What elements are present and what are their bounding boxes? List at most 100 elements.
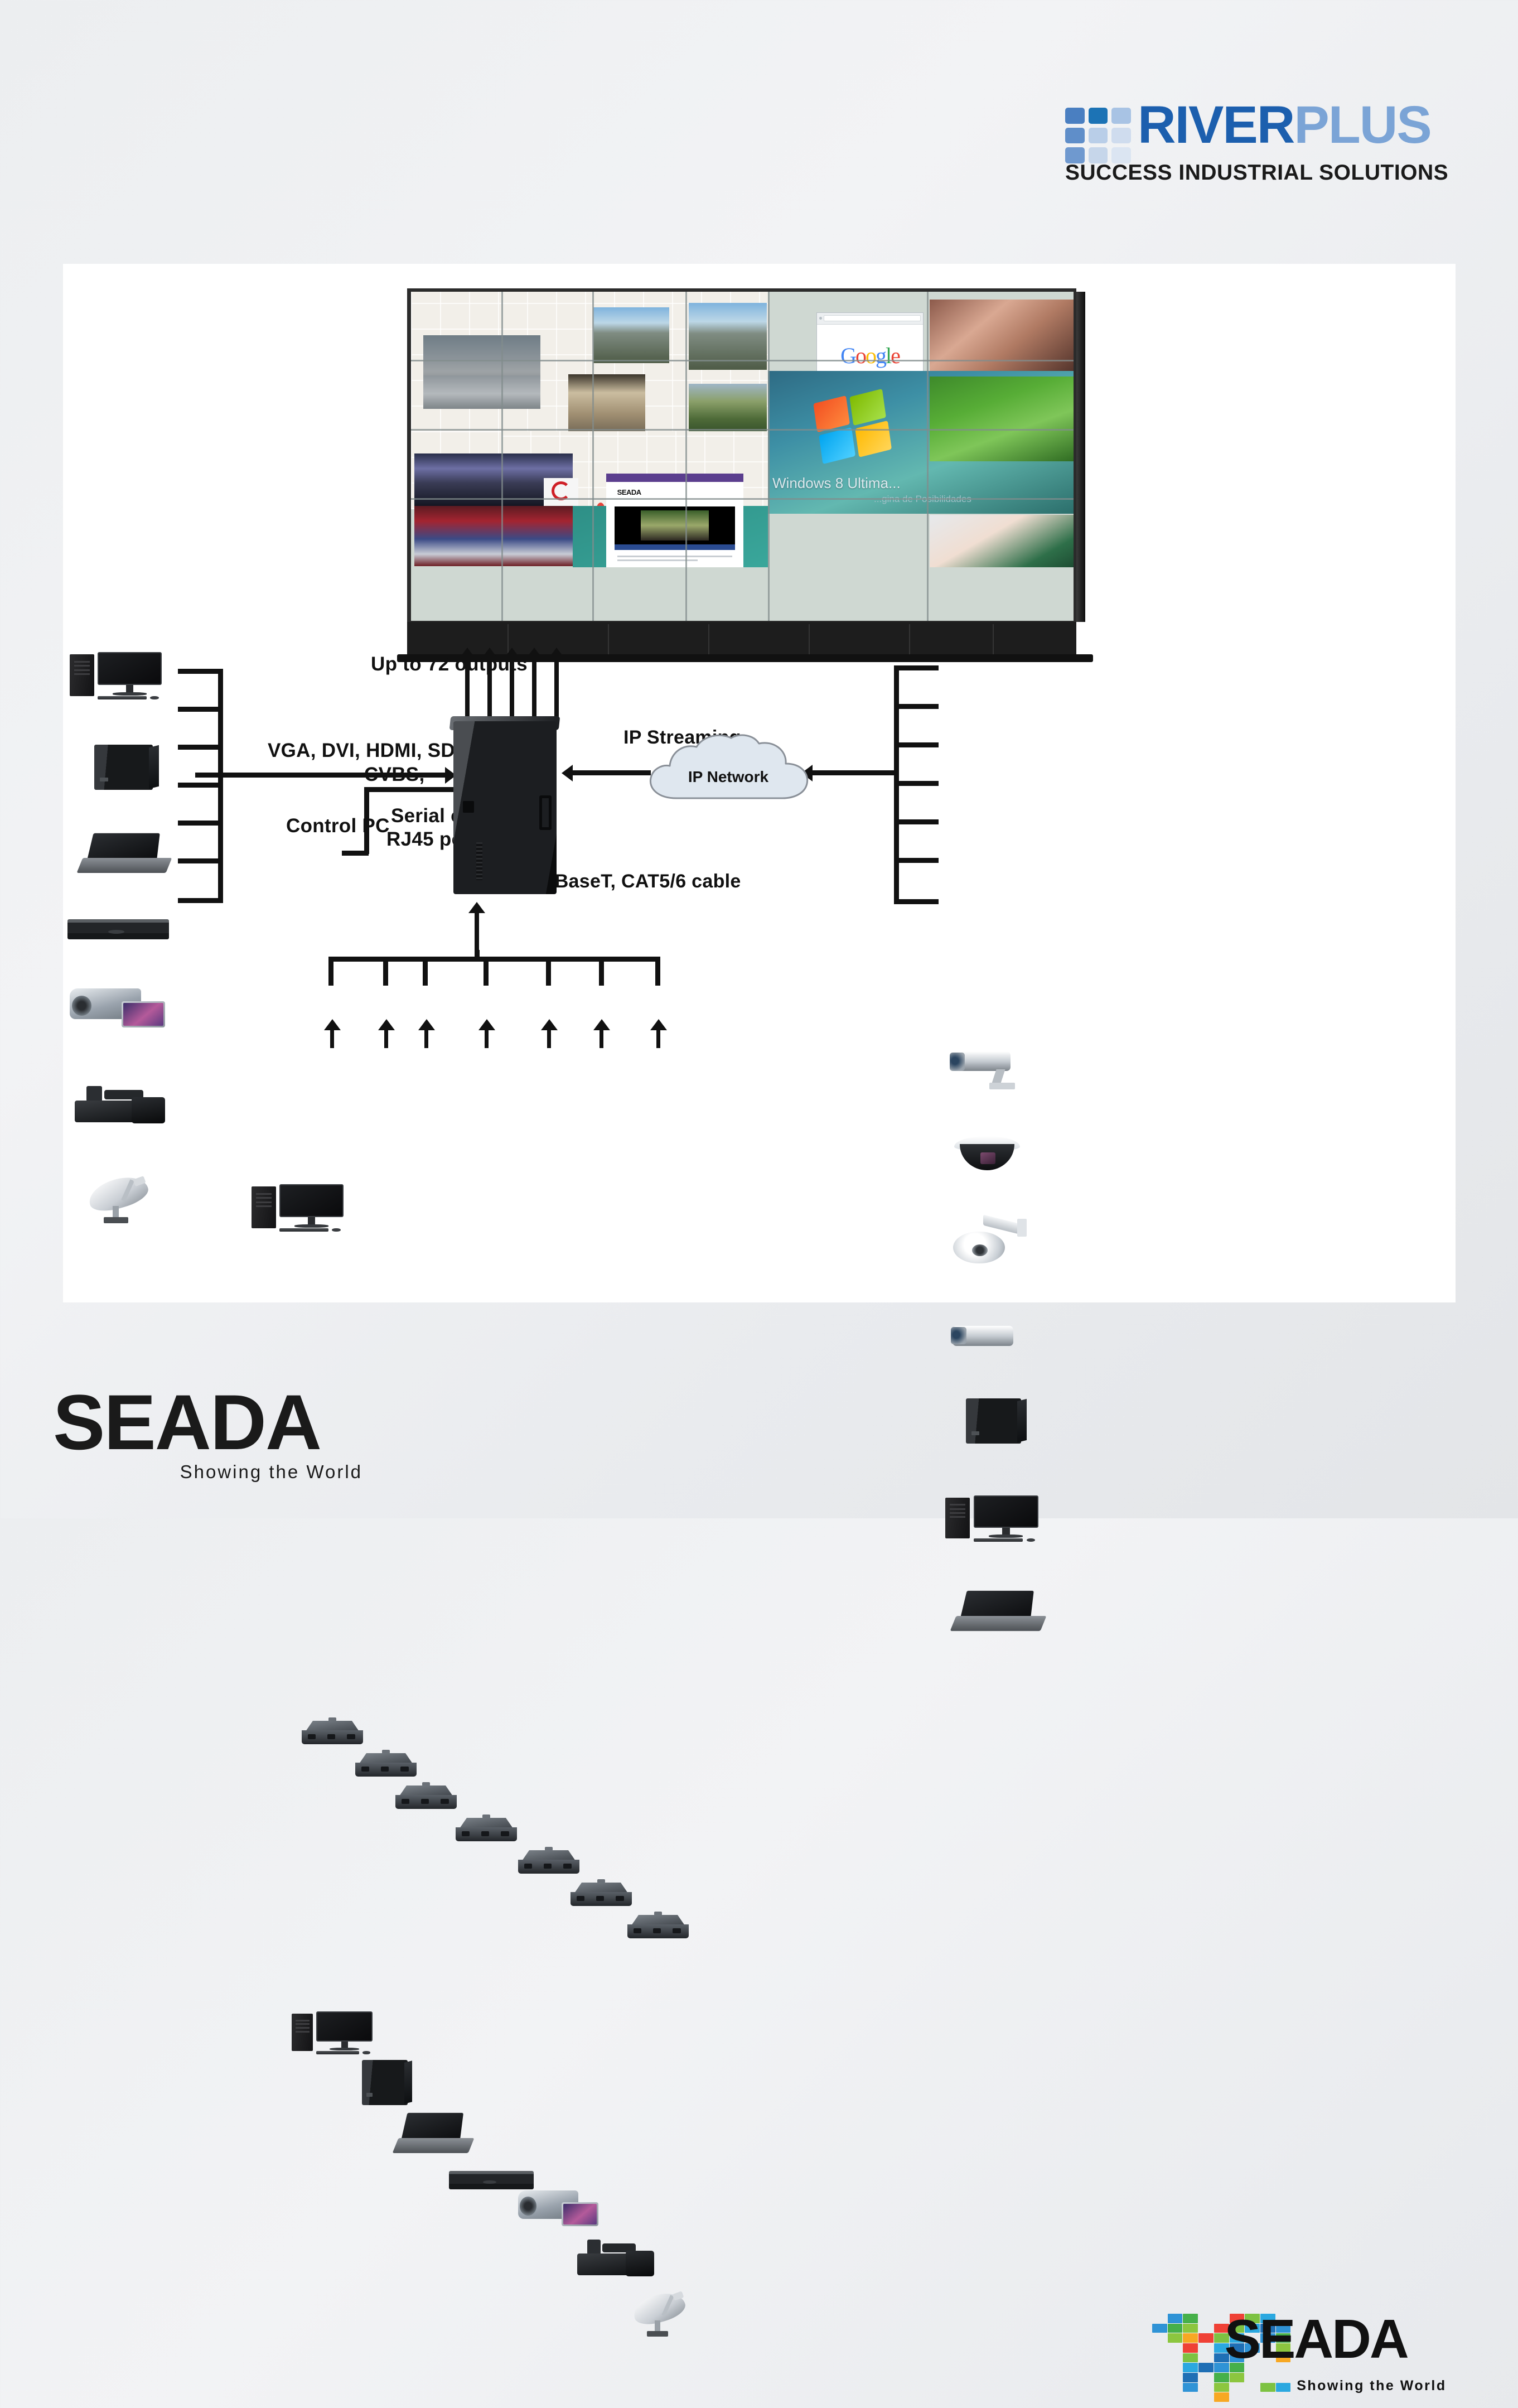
seada-footer-logo: SEADA Showing the World — [53, 1383, 365, 1489]
ptz-wall-plate-icon — [1017, 1218, 1027, 1237]
keyboard-icon — [316, 2050, 360, 2054]
video-wall-tile-photo-grass — [930, 377, 1074, 461]
control-pc-label: Control PC — [286, 815, 390, 837]
website-video-player[interactable] — [614, 506, 736, 550]
monitor-screen-icon — [316, 2011, 373, 2042]
transmitter-port-icon — [563, 1864, 572, 1869]
website-logo: SEADA — [606, 482, 743, 503]
camera-lens-icon — [951, 1326, 966, 1344]
riverplus-logo: RIVERPLUS SUCCESS INDUSTRIAL SOLUTIONS — [1065, 99, 1449, 192]
ptz-lens-icon — [972, 1244, 988, 1257]
transmitter-port-icon — [441, 1799, 449, 1804]
server-side-icon — [1017, 1399, 1027, 1443]
mouse-icon — [1027, 1538, 1036, 1542]
right-source-server-tower — [962, 1396, 1028, 1447]
transmitter-port-icon — [616, 1896, 624, 1902]
ip-network-label: IP Network — [688, 768, 769, 786]
riverplus-wordmark: RIVERPLUS — [1138, 99, 1432, 152]
transmitter-port-icon — [481, 1831, 490, 1837]
input-signal-arrow — [195, 773, 446, 778]
video-wall-tile-tv-news-desk — [414, 506, 573, 566]
hdbaset-to-processor-arrow — [475, 911, 479, 960]
video-wall-tile-aerial-photo — [689, 384, 767, 434]
laptop-base-icon — [392, 2138, 475, 2154]
server-body-icon — [361, 2059, 408, 2105]
monitor-screen-icon — [98, 652, 162, 686]
right-source-laptop — [950, 1590, 1047, 1635]
control-link-vertical — [364, 787, 369, 854]
right-source-bullet-ip-camera-2 — [951, 1317, 1029, 1358]
output-arrow — [510, 657, 514, 717]
output-arrow — [487, 657, 492, 717]
processor-handle — [539, 795, 552, 831]
transmitter-port-icon — [402, 1799, 410, 1804]
monitor-screen-icon — [279, 1184, 344, 1218]
left-source-satellite-dish — [85, 1171, 157, 1225]
dish-base-icon — [104, 1217, 128, 1224]
video-wall-base — [397, 654, 1093, 662]
laptop-base-icon — [950, 1616, 1047, 1632]
hdbaset-transmitter — [456, 1815, 517, 1847]
source-to-transmitter-arrow — [600, 1028, 603, 1048]
left-source-laptop — [76, 833, 172, 876]
transmitter-port-icon — [421, 1799, 429, 1804]
hdbaset-drop — [546, 957, 551, 986]
video-wall: Google Windows 8 Ultima... ...gina de Po… — [397, 288, 1093, 662]
hdbaset-source-professional-video-camera — [574, 2236, 658, 2288]
hdbaset-drop — [655, 957, 660, 986]
riverplus-word-plus: PLUS — [1294, 95, 1432, 155]
video-wall-processor[interactable] — [449, 716, 560, 894]
monitor-screen-icon — [974, 1495, 1038, 1528]
seada-watermark-logo: SEADA Showing the World — [1152, 2308, 1453, 2408]
mouse-icon — [362, 2050, 370, 2054]
mouse-icon — [150, 696, 159, 700]
hdbaset-drop — [423, 957, 428, 986]
video-wall-tile-cctv-highway — [593, 307, 669, 363]
riverplus-dot-grid-icon — [1065, 108, 1131, 163]
google-logo: Google — [840, 343, 901, 369]
transmitter-port-icon — [381, 1767, 389, 1772]
video-wall-tile-cctv-road-2 — [689, 303, 767, 370]
browser-url-bar[interactable] — [824, 315, 921, 322]
camera-lens-icon — [626, 2250, 654, 2276]
control-link-horizontal-lower — [342, 851, 369, 856]
cloud-shape-icon — [649, 734, 809, 799]
video-wall-tile-cctv-tunnel — [568, 374, 645, 436]
output-arrow — [465, 657, 470, 717]
transmitter-port-icon — [577, 1896, 585, 1902]
left-source-camcorder — [70, 978, 169, 1037]
riverplus-tagline: SUCCESS INDUSTRIAL SOLUTIONS — [1065, 161, 1449, 185]
monitor-foot-icon — [989, 1534, 1023, 1538]
video-wall-tile-seada-website: SEADA — [606, 474, 743, 567]
content-panel: Google Windows 8 Ultima... ...gina de Po… — [63, 264, 1456, 2402]
processor-power-button[interactable] — [462, 800, 474, 813]
riverplus-word-river: RIVER — [1138, 95, 1295, 155]
transmitter-port-icon — [544, 1864, 552, 1869]
monitor-foot-icon — [113, 692, 147, 696]
hdbaset-label: HDBaseT, CAT5/6 cable — [527, 871, 741, 892]
video-wall-tile-photo-hands — [930, 300, 1074, 371]
server-led-icon — [971, 1431, 979, 1435]
dome-lens-icon — [980, 1152, 995, 1164]
video-controls[interactable] — [614, 544, 736, 550]
video-wall-tile-photo-headset-woman — [930, 515, 1074, 567]
video-wall-tile-cctv-road-vehicles — [423, 375, 540, 409]
ip-network-to-processor-arrow — [572, 770, 651, 775]
server-body-icon — [966, 1398, 1022, 1444]
hdbaset-drop — [484, 957, 489, 986]
hdbaset-source-laptop — [392, 2112, 475, 2157]
keyboard-icon — [279, 1228, 328, 1232]
camera-handle-icon — [104, 1090, 144, 1100]
hdbaset-source-camcorder — [518, 2180, 602, 2235]
pc-tower-icon — [292, 2013, 313, 2051]
transmitter-port-icon — [308, 1734, 316, 1740]
hdbaset-transmitter — [627, 1912, 689, 1944]
right-source-dome-ip-camera — [953, 1132, 1021, 1176]
camera-lens-icon — [950, 1052, 965, 1072]
cameras-to-ip-network-arrow — [811, 770, 894, 775]
right-source-desktop-pc — [945, 1493, 1040, 1546]
input-formats-label-line1: VGA, DVI, HDMI, SDI, — [268, 740, 467, 761]
player-body-icon — [67, 919, 169, 940]
server-body-icon — [94, 744, 153, 790]
laptop-lid-icon — [87, 833, 160, 860]
